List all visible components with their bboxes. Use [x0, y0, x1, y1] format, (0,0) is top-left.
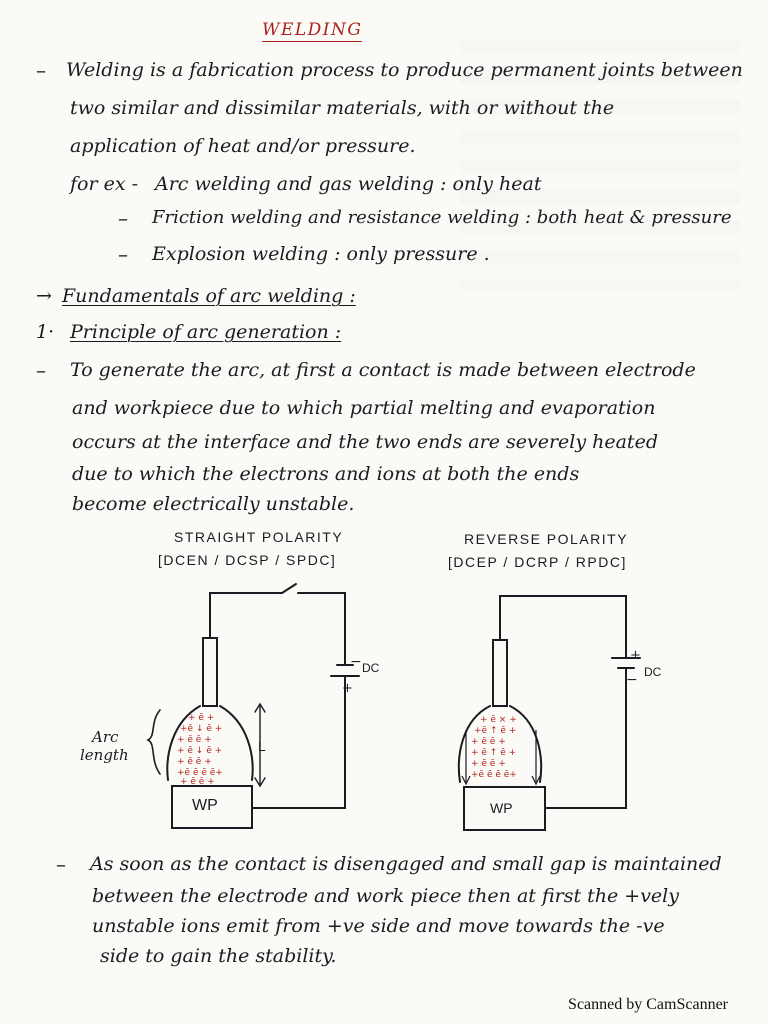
paragraph1-line-3: occurs at the interface and the two ends… — [72, 431, 658, 453]
paragraph2-line-3: unstable ions emit from +ve side and mov… — [92, 915, 665, 937]
reverse-polarity-title: REVERSE POLARITY — [464, 531, 629, 547]
svg-text:+ ē ↑ ē +: + ē ↑ ē + — [471, 748, 516, 758]
bleed-through-texture — [460, 40, 740, 290]
reverse-plus-label: + — [630, 648, 641, 663]
straight-wp-label: WP — [192, 797, 218, 814]
straight-polarity-subtitle: [DCEN / DCSP / SPDC] — [158, 552, 337, 568]
reverse-polarity-subtitle: [DCEP / DCRP / RPDC] — [448, 554, 627, 570]
polarity-diagrams: + ē + +ē ↓ ē + + ē ē + + ē ↓ ē + + ē ē +… — [146, 583, 641, 831]
svg-text:+ ē ē +: + ē ē + — [471, 737, 506, 747]
paragraph1-line-2: and workpiece due to which partial melti… — [72, 397, 656, 419]
straight-minus-label: − — [350, 654, 362, 670]
arc-length-label-2: length — [80, 746, 129, 764]
reverse-dc-label: DC — [644, 665, 662, 679]
paragraph1-line-1: To generate the arc, at first a contact … — [70, 359, 696, 381]
svg-text:+ ē ē +: + ē ē + — [471, 759, 506, 769]
reverse-wp-label: WP — [490, 800, 513, 816]
arc-length-label-1: Arc — [92, 728, 119, 746]
svg-text:+ ē ↓ ē +: + ē ↓ ē + — [177, 746, 222, 756]
paragraph2-line-2: between the electrode and work piece the… — [92, 885, 679, 907]
straight-dc-label: DC — [362, 661, 380, 675]
reverse-polarity-arc-particles: + ē × + +ē ↑ ē + + ē ē + + ē ↑ ē + + ē ē… — [471, 715, 517, 780]
scanner-watermark: Scanned by CamScanner — [568, 996, 728, 1013]
paragraph2-line-1: As soon as the contact is disengaged and… — [90, 853, 722, 875]
example-item: Explosion welding : only pressure . — [152, 243, 490, 265]
straight-polarity-circuit — [146, 583, 360, 829]
reverse-minus-label: − — [626, 672, 638, 688]
definition-line-2: two similar and dissimilar materials, wi… — [70, 97, 615, 119]
bullet-dash: – — [56, 852, 66, 876]
svg-text:+ ē × +: + ē × + — [480, 715, 517, 725]
bullet-dash: – — [36, 58, 46, 82]
straight-polarity-title: STRAIGHT POLARITY — [174, 529, 344, 545]
definition-line-3: application of heat and/or pressure. — [70, 135, 416, 157]
page-title: WELDING — [262, 20, 363, 42]
svg-text:+ē ē ē ē+: +ē ē ē ē+ — [471, 770, 517, 780]
svg-text:+ ē ē +: + ē ē + — [177, 757, 212, 767]
fundamentals-heading: Fundamentals of arc welding : — [62, 285, 356, 307]
arrow-icon: → — [36, 285, 52, 307]
reverse-polarity-circuit — [457, 595, 641, 831]
principle-heading: Principle of arc generation : — [70, 321, 342, 343]
paragraph1-line-5: become electrically unstable. — [72, 493, 355, 515]
paragraph2-line-4: side to gain the stability. — [100, 945, 337, 967]
paragraph1-line-4: due to which the electrons and ions at b… — [72, 463, 580, 485]
arc-gap-label: L — [258, 738, 266, 754]
bullet-dash: – — [36, 358, 46, 382]
svg-text:+ē ↓ ē +: +ē ↓ ē + — [180, 724, 222, 734]
svg-text:+ ē ē +: + ē ē + — [177, 735, 212, 745]
bullet-dash: – — [118, 242, 128, 266]
straight-plus-label: + — [342, 681, 353, 696]
reverse-arc-arrows — [461, 730, 541, 786]
examples-intro: for ex - — [70, 173, 139, 195]
definition-line-1: Welding is a fabrication process to prod… — [66, 59, 743, 81]
example-item: Friction welding and resistance welding … — [152, 207, 732, 228]
example-item: Arc welding and gas welding : only heat — [155, 173, 542, 195]
svg-text:+ē ē ē ē+: +ē ē ē ē+ — [177, 768, 223, 778]
svg-text:+ ē ē +: + ē ē + — [180, 777, 215, 787]
bullet-dash: – — [118, 206, 128, 230]
svg-text:+ē ↑ ē +: +ē ↑ ē + — [474, 726, 516, 736]
list-number: 1· — [36, 321, 55, 343]
straight-polarity-arc-particles: + ē + +ē ↓ ē + + ē ē + + ē ↓ ē + + ē ē +… — [177, 713, 223, 787]
svg-text:+ ē +: + ē + — [188, 713, 214, 723]
